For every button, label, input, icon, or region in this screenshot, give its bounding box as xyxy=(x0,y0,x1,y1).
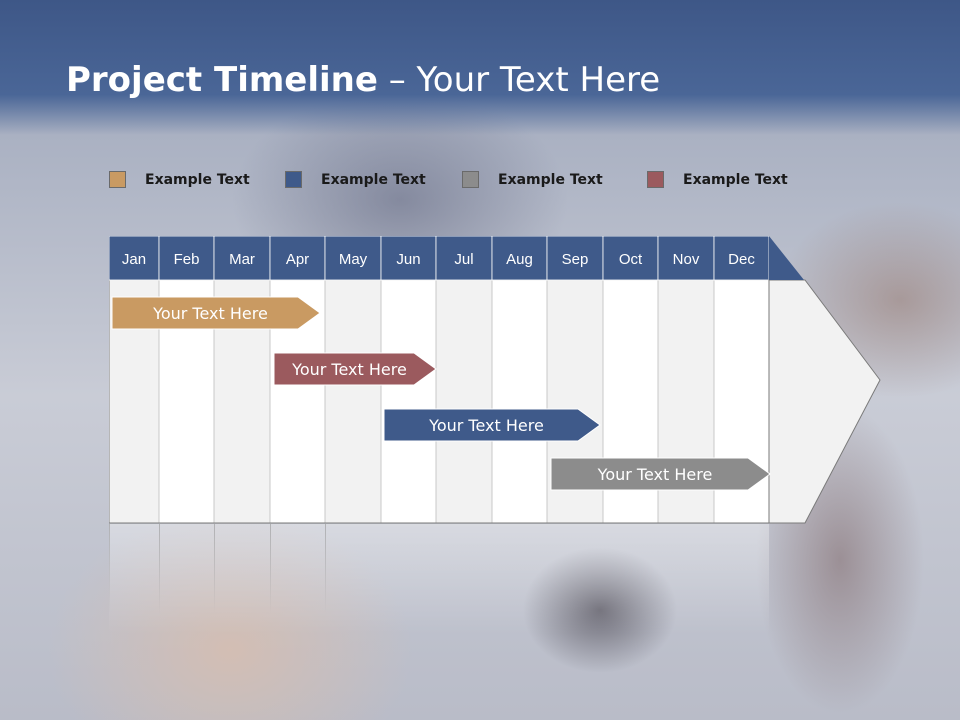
legend-label-3: Example Text xyxy=(498,171,603,188)
task-arrow-shape xyxy=(273,352,437,386)
task-arrow-shape xyxy=(111,296,321,330)
timeline-arrow-header xyxy=(769,236,804,280)
month-label-jan: Jan xyxy=(122,251,146,268)
month-column-jul xyxy=(435,279,493,524)
month-label-jun: Jun xyxy=(396,251,420,268)
month-header-cell xyxy=(546,236,604,281)
legend-swatch-4 xyxy=(647,171,664,188)
month-label-aug: Aug xyxy=(506,251,533,268)
month-header-cell xyxy=(602,236,659,281)
month-header-cell xyxy=(713,236,770,281)
task-arrow-shape xyxy=(383,408,601,442)
task-bar-4[interactable]: Your Text Here xyxy=(550,457,771,491)
legend-label-4: Example Text xyxy=(683,171,788,188)
legend-item-1[interactable]: Example Text xyxy=(109,171,250,188)
legend-item-4[interactable]: Example Text xyxy=(647,171,788,188)
title-bar xyxy=(0,0,960,135)
title-bold: Project Timeline xyxy=(66,60,378,100)
month-header-cell xyxy=(491,236,548,281)
task-arrow-shape xyxy=(550,457,771,491)
task-label: Your Text Here xyxy=(291,360,407,379)
month-label-nov: Nov xyxy=(673,251,700,268)
month-label-jul: Jul xyxy=(454,251,473,268)
task-label: Your Text Here xyxy=(597,465,713,484)
month-header-cell xyxy=(158,236,215,281)
title-rest: – Your Text Here xyxy=(377,60,661,100)
reflection-line xyxy=(270,524,271,614)
month-label-feb: Feb xyxy=(174,251,200,268)
month-header-cell xyxy=(109,236,160,281)
month-label-sep: Sep xyxy=(562,251,589,268)
table-reflection xyxy=(109,524,769,634)
task-label: Your Text Here xyxy=(428,416,544,435)
month-column-jun xyxy=(380,279,437,524)
legend-label-2: Example Text xyxy=(321,171,426,188)
legend-swatch-1 xyxy=(109,171,126,188)
reflection-line xyxy=(109,524,110,614)
reflection-line xyxy=(214,524,215,614)
legend-item-2[interactable]: Example Text xyxy=(285,171,426,188)
legend-swatch-3 xyxy=(462,171,479,188)
task-bar-3[interactable]: Your Text Here xyxy=(383,408,601,442)
month-label-may: May xyxy=(339,251,368,268)
month-column-may xyxy=(324,279,382,524)
reflection-line xyxy=(325,524,326,614)
month-label-apr: Apr xyxy=(286,251,309,268)
month-label-oct: Oct xyxy=(619,251,643,268)
task-bar-1[interactable]: Your Text Here xyxy=(111,296,321,330)
slide-title[interactable]: Project Timeline – Your Text Here xyxy=(66,60,660,100)
task-bar-2[interactable]: Your Text Here xyxy=(273,352,437,386)
legend-item-3[interactable]: Example Text xyxy=(462,171,603,188)
task-label: Your Text Here xyxy=(152,304,268,323)
reflection-line xyxy=(159,524,160,614)
timeline-arrow-body xyxy=(768,279,881,524)
month-column-aug xyxy=(491,279,548,524)
month-label-mar: Mar xyxy=(229,251,255,268)
month-label-dec: Dec xyxy=(728,251,755,268)
legend-swatch-2 xyxy=(285,171,302,188)
timeline-grid: Jan Feb Mar Apr May Jun Jul Aug Sep Oct Nov Dec You… xyxy=(109,236,881,524)
legend-label-1: Example Text xyxy=(145,171,250,188)
